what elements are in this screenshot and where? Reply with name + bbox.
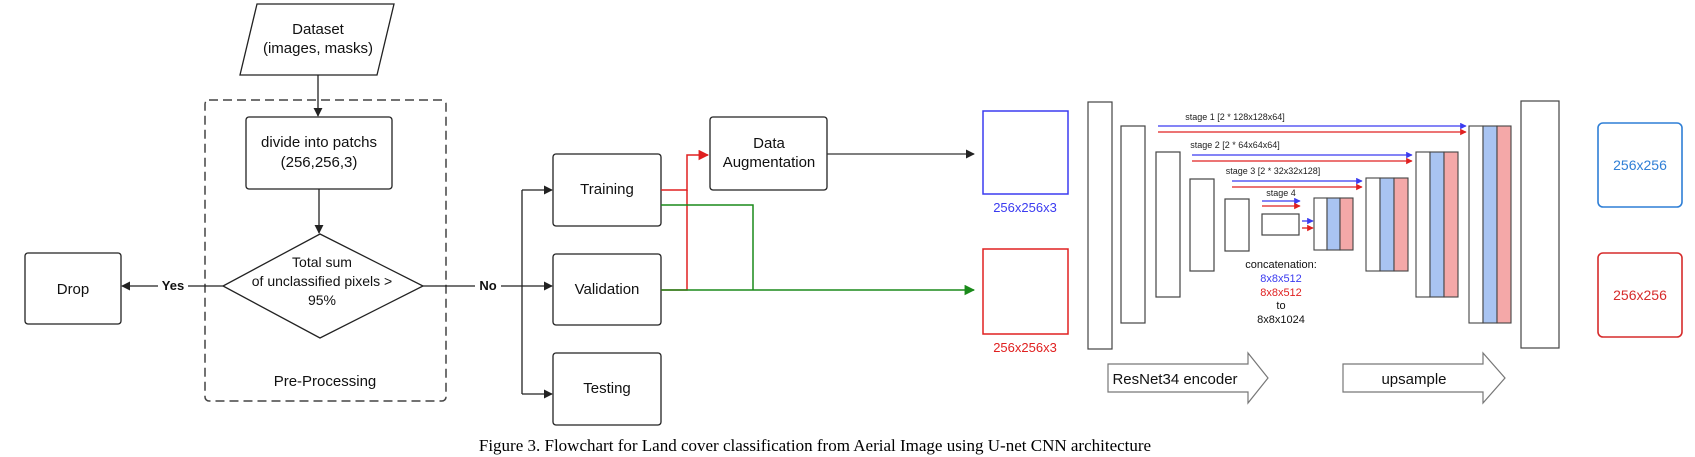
dataset-sublabel: (images, masks) [263, 40, 373, 57]
red-connector-training [661, 149, 710, 191]
upsample-arrow-shape [1342, 351, 1506, 405]
preprocessing-label: Pre-Processing [274, 373, 377, 390]
bottleneck-block [1261, 213, 1300, 236]
output-blue-box [1597, 122, 1683, 208]
encoder-block-1 [1087, 101, 1113, 350]
decision-line-2: of unclassified pixels > [252, 273, 392, 289]
divide-patches-label: divide into patchs [261, 134, 377, 151]
encoder-block-4 [1189, 178, 1215, 272]
encoder-arrow-shape [1107, 351, 1269, 405]
divide-patches-node [245, 116, 393, 190]
validation-label: Validation [575, 281, 640, 298]
no-label: No [479, 278, 496, 293]
preprocessing-group [204, 99, 447, 402]
input-mask-square [982, 248, 1069, 335]
decision-node [221, 233, 425, 339]
concat-title: concatenation: [1245, 259, 1317, 271]
drop-label: Drop [57, 281, 90, 298]
training-label: Training [580, 181, 634, 198]
input-image-label: 256x256x3 [993, 200, 1057, 215]
encoder-block-2 [1120, 125, 1146, 324]
decoder-output-block [1520, 100, 1560, 349]
encoder-label: ResNet34 encoder [1112, 371, 1237, 388]
decision-line-1: Total sum [292, 254, 352, 270]
decision-line-3: 95% [308, 292, 336, 308]
testing-node [552, 352, 662, 426]
testing-label: Testing [583, 380, 631, 397]
stage-3-label: stage 3 [2 * 32x32x128] [1226, 166, 1321, 176]
concat-to: to [1276, 300, 1285, 312]
yes-label: Yes [162, 278, 184, 293]
output-red-box [1597, 252, 1683, 338]
output-blue-label: 256x256 [1613, 157, 1667, 173]
encoder-block-3 [1155, 151, 1181, 298]
figure-caption: Figure 3. Flowchart for Land cover class… [479, 436, 1151, 455]
decoder-stack-3 [1365, 177, 1409, 272]
augmentation-line-1: Data [753, 135, 785, 152]
input-mask-label: 256x256x3 [993, 340, 1057, 355]
green-connector-training [661, 204, 754, 290]
stage-1-label: stage 1 [2 * 128x128x64] [1185, 112, 1285, 122]
input-image-square [982, 110, 1069, 195]
drop-node [24, 252, 122, 325]
divide-patches-size: (256,256,3) [281, 154, 358, 171]
concat-red: 8x8x512 [1260, 287, 1302, 299]
stage-2-label: stage 2 [2 * 64x64x64] [1190, 140, 1280, 150]
concat-blue: 8x8x512 [1260, 273, 1302, 285]
output-red-label: 256x256 [1613, 287, 1667, 303]
decoder-stack-2 [1415, 151, 1459, 298]
encoder-block-5 [1224, 198, 1250, 252]
augmentation-line-2: Augmentation [723, 154, 816, 171]
upsample-label: upsample [1381, 371, 1446, 388]
dataset-node [239, 3, 395, 76]
decoder-stack-4 [1313, 197, 1354, 251]
dataset-label: Dataset [292, 21, 345, 38]
stage-4-label: stage 4 [1266, 188, 1296, 198]
decoder-stack-1 [1468, 125, 1512, 324]
concat-result: 8x8x1024 [1257, 314, 1305, 326]
